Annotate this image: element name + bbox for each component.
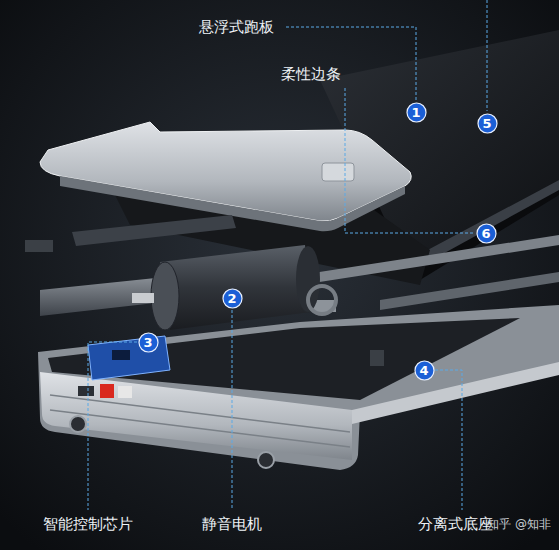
base-side [352,362,559,424]
callout-number: 3 [138,332,159,353]
circle-shape [478,114,497,133]
housing-ridge [50,395,350,432]
circle-shape [223,289,242,308]
terminal [100,384,114,398]
base-housing [38,305,559,470]
leader-line [232,310,233,510]
leader-line [435,370,462,510]
frame-rail [300,235,559,285]
wheel [70,416,86,432]
callout-circle: 4 [414,360,435,381]
switch [78,386,94,396]
motor-pulley [308,286,336,314]
terminal [118,386,132,398]
callout-circle: 6 [476,223,497,244]
callout-number: 6 [476,223,497,244]
motor-body [160,245,312,330]
watermark: 知乎 @知非 [484,517,554,531]
callout-number: 1 [406,102,427,123]
circle-shape [415,361,434,380]
callout-number: 5 [477,113,498,134]
actuator-rod [72,215,236,246]
base-front [40,372,352,460]
part-name: 分离式底座 [415,515,496,533]
chip [112,350,130,360]
motor-end [151,262,179,330]
motor-shaft [132,293,154,303]
frame-rail [380,272,559,310]
circle-shape [139,333,158,352]
leader-line [88,342,137,510]
callout-circle: 2 [222,288,243,309]
circle-shape [477,224,496,243]
circle-shape [407,103,426,122]
leader-line [286,27,416,100]
part-name: 悬浮式跑板 [196,18,277,36]
housing-ridge [50,410,350,447]
leader-line [345,88,474,233]
callout-circle: 5 [477,113,498,134]
wheel [258,452,274,468]
deck-handle [322,163,354,181]
callout-number: 4 [414,360,435,381]
bracket [370,350,384,366]
callout-circle: 1 [406,102,427,123]
callout-circle: 3 [138,332,159,353]
leader-line [487,0,488,111]
part-name: 静音电机 [199,515,265,533]
part-name: 智能控制芯片 [40,515,136,533]
callout-number: 2 [222,288,243,309]
bracket [25,240,53,252]
part-name: 柔性边条 [278,65,344,83]
